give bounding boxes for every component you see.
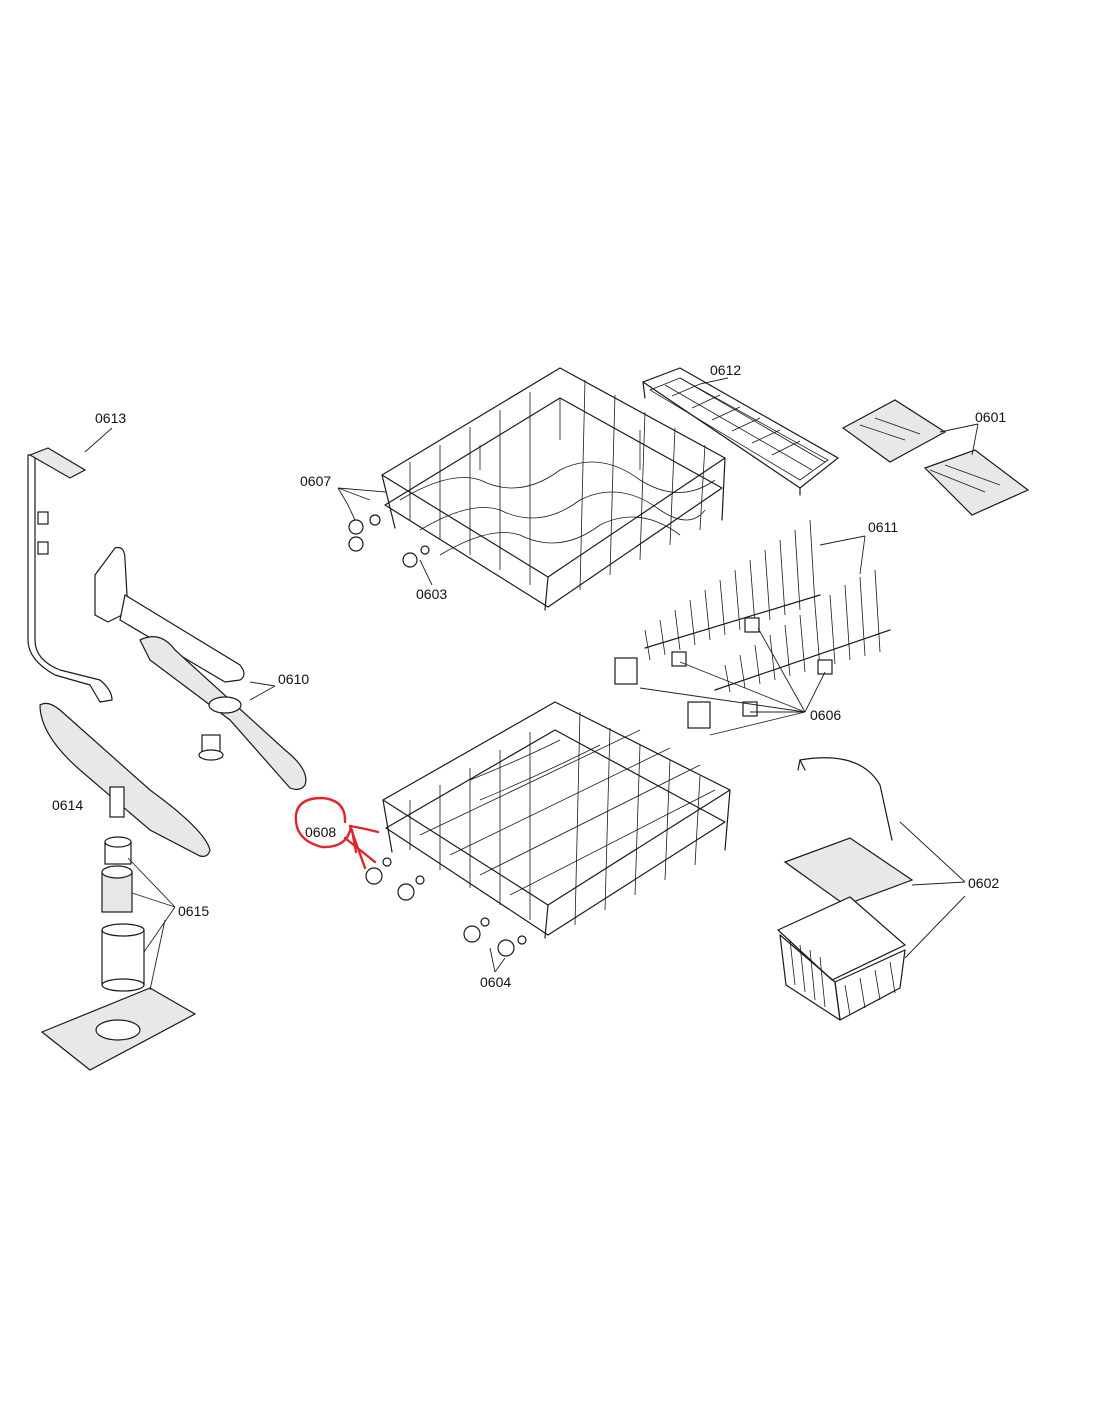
label-0601: 0601 xyxy=(975,409,1006,425)
label-0613: 0613 xyxy=(95,410,126,426)
fold-down-tines-0601 xyxy=(841,399,1030,516)
label-0604: 0604 xyxy=(480,974,511,990)
upper-basket xyxy=(381,367,726,611)
label-0608: 0608 xyxy=(305,824,336,840)
label-0614: 0614 xyxy=(52,797,83,813)
label-0603: 0603 xyxy=(416,586,447,602)
label-0607: 0607 xyxy=(300,473,331,489)
water-pipe-0613 xyxy=(27,447,113,703)
cutlery-basket-0602 xyxy=(776,757,914,1021)
upper-basket-wheels xyxy=(348,514,430,568)
label-0611: 0611 xyxy=(868,519,898,535)
lower-basket-wheels xyxy=(365,857,527,957)
label-0610: 0610 xyxy=(278,671,309,687)
part-labels: 0613 0607 0603 0612 0601 0611 0610 0606 … xyxy=(52,362,1006,990)
filter-set-0615 xyxy=(40,836,197,1071)
label-0606: 0606 xyxy=(810,707,841,723)
tine-clips-0606 xyxy=(614,617,833,729)
leader-lines xyxy=(84,377,979,991)
tine-rows-0611 xyxy=(644,519,891,693)
upper-spray-arm-0610 xyxy=(94,546,307,791)
label-0615: 0615 xyxy=(178,903,209,919)
cutlery-tray xyxy=(641,367,840,496)
lower-basket xyxy=(382,701,731,939)
label-0612: 0612 xyxy=(710,362,741,378)
highlight-callout xyxy=(294,796,380,870)
lower-spray-arm-0614 xyxy=(39,702,211,857)
label-0602: 0602 xyxy=(968,875,999,891)
